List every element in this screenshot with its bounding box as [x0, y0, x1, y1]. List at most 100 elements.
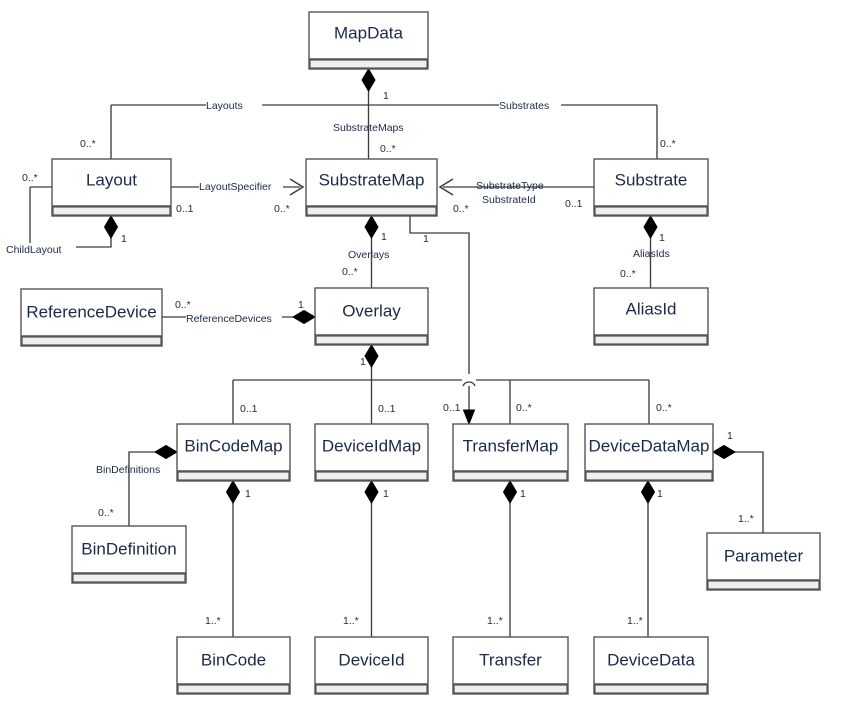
mult-substratemaps: 0..* [380, 143, 396, 155]
mult-layouts: 0..* [80, 138, 96, 150]
arrowhead-substratetype [438, 178, 454, 196]
class-label-transfer: Transfer [479, 650, 542, 669]
class-label-devicedatamap: DeviceDataMap [589, 436, 710, 455]
diamond-transfermap-transfer [502, 480, 518, 504]
class-box-bincodemap[interactable]: BinCodeMap [176, 423, 291, 482]
diamond-devicedatamap-devicedata [640, 480, 656, 504]
mult-transfermap-01: 0..1 [443, 402, 461, 414]
mult-bincodemap: 0..1 [240, 403, 258, 415]
role-label-substratetype: SubstrateType [476, 180, 544, 192]
mult-aliasids: 0..* [620, 268, 636, 280]
diamond-bincodemap-bindefinitions [154, 444, 178, 460]
mult-deviceid: 1..* [343, 615, 359, 627]
role-label-referencedevices: ReferenceDevices [186, 313, 272, 325]
mult-substratemap-right: 0..* [453, 203, 469, 215]
class-label-bincodemap: BinCodeMap [184, 436, 282, 455]
mult-substrate-substratetype: 0..1 [565, 198, 583, 210]
mult-devicedata: 1..* [627, 615, 643, 627]
class-box-overlay[interactable]: Overlay [314, 287, 429, 346]
mult-childlayout-source: 0..* [22, 172, 38, 184]
role-label-layoutspecifier: LayoutSpecifier [199, 181, 272, 193]
class-box-parameter[interactable]: Parameter [706, 532, 821, 591]
mult-mapdata-substratemaps: 1 [383, 90, 389, 102]
mult-substratemap-left: 0..* [274, 203, 290, 215]
class-box-layout[interactable]: Layout [51, 158, 172, 217]
mult-deviceidmap: 0..1 [378, 403, 396, 415]
mult-layout-childlayout: 1 [121, 233, 127, 245]
mult-deviceidmap-deviceid: 1 [383, 488, 389, 500]
class-label-referencedevice: ReferenceDevice [26, 302, 156, 321]
class-label-bincode: BinCode [201, 650, 266, 669]
role-label-bindefinitions: BinDefinitions [96, 464, 160, 476]
diamond-layout-childlayout [103, 215, 119, 239]
diamond-overlay-referencedevices [292, 309, 316, 325]
mult-substratemap-overlays: 1 [381, 231, 387, 243]
role-label-layouts: Layouts [206, 100, 243, 112]
class-box-layer: MapData Layout SubstrateMap Substrate [20, 11, 821, 695]
edge-substratemap-transfermap-upper [409, 216, 470, 374]
class-box-bincode[interactable]: BinCode [176, 636, 291, 695]
class-box-transfer[interactable]: Transfer [452, 636, 569, 695]
class-label-substrate: Substrate [615, 170, 688, 189]
diamond-substratemap-overlays [364, 215, 379, 239]
mult-devicedatamap-parameter: 1 [727, 430, 733, 442]
class-box-transfermap[interactable]: TransferMap [452, 423, 569, 482]
class-label-substratemap: SubstrateMap [319, 170, 425, 189]
role-label-overlays: Overlays [348, 249, 389, 261]
role-label-substratemaps: SubstrateMaps [333, 122, 404, 134]
mult-substratemap-transfer: 1 [423, 233, 429, 245]
class-box-deviceid[interactable]: DeviceId [314, 636, 429, 695]
diamond-overlay-children [364, 344, 379, 368]
diamond-deviceidmap-deviceid [364, 480, 379, 504]
arrowhead-layoutspecifier [289, 178, 305, 196]
class-label-devicedata: DeviceData [607, 650, 695, 669]
mult-transfer: 1..* [487, 615, 503, 627]
mult-devicedatamap-0n: 0..* [656, 402, 672, 414]
class-box-referencedevice[interactable]: ReferenceDevice [20, 288, 163, 347]
mult-referencedevice: 0..* [175, 299, 191, 311]
mult-substrate-aliasids: 1 [659, 232, 665, 244]
mult-transfermap-transfer: 1 [520, 488, 526, 500]
class-box-substrate[interactable]: Substrate [593, 158, 709, 217]
class-label-layout: Layout [86, 170, 137, 189]
arrowhead-transfermap [462, 409, 476, 426]
mult-overlay-referencedevices: 1 [298, 299, 304, 311]
class-box-devicedata[interactable]: DeviceData [593, 636, 709, 695]
class-label-transfermap: TransferMap [463, 436, 559, 455]
mult-devicedatamap-devicedata: 1 [657, 488, 663, 500]
mult-bincode: 1..* [205, 615, 221, 627]
role-label-substrateid: SubstrateId [482, 194, 536, 206]
multiplicity-layer: 1 0..* 0..* 0..* 0..* 0..1 0..* 0..* 0..… [22, 90, 754, 627]
class-label-overlay: Overlay [342, 301, 401, 320]
class-box-aliasid[interactable]: AliasId [593, 287, 709, 346]
line-hop-arc [462, 381, 476, 387]
diamond-bincodemap-bincode [225, 480, 241, 504]
mult-bincodemap-bincode: 1 [245, 488, 251, 500]
mult-overlays: 0..* [342, 266, 358, 278]
class-box-substratemap[interactable]: SubstrateMap [305, 158, 438, 217]
class-box-deviceidmap[interactable]: DeviceIdMap [314, 423, 429, 482]
class-label-parameter: Parameter [724, 546, 804, 565]
mult-transfermap-0n: 0..* [516, 402, 532, 414]
mult-substrates: 0..* [660, 138, 676, 150]
role-label-layer: Layouts Substrates SubstrateMaps LayoutS… [6, 99, 670, 476]
diamond-devicedatamap-parameter [712, 444, 736, 460]
role-label-substrates: Substrates [499, 100, 549, 112]
class-label-mapdata: MapData [334, 23, 404, 42]
mult-layout-layoutspecifier: 0..1 [176, 203, 194, 215]
class-label-aliasid: AliasId [625, 299, 676, 318]
diamond-substrate-aliasids [643, 215, 658, 239]
class-label-bindefinition: BinDefinition [81, 539, 176, 558]
mult-bindefinition: 0..* [98, 507, 114, 519]
class-box-mapdata[interactable]: MapData [308, 11, 429, 70]
role-label-childlayout: ChildLayout [6, 244, 62, 256]
diamond-mapdata-substratemaps [361, 68, 376, 92]
role-label-aliasids: AliasIds [633, 248, 670, 260]
class-label-deviceid: DeviceId [338, 650, 404, 669]
mult-parameter: 1..* [738, 513, 754, 525]
class-box-devicedatamap[interactable]: DeviceDataMap [584, 423, 714, 482]
class-box-bindefinition[interactable]: BinDefinition [71, 525, 187, 584]
mult-overlay-children: 1 [360, 356, 366, 368]
